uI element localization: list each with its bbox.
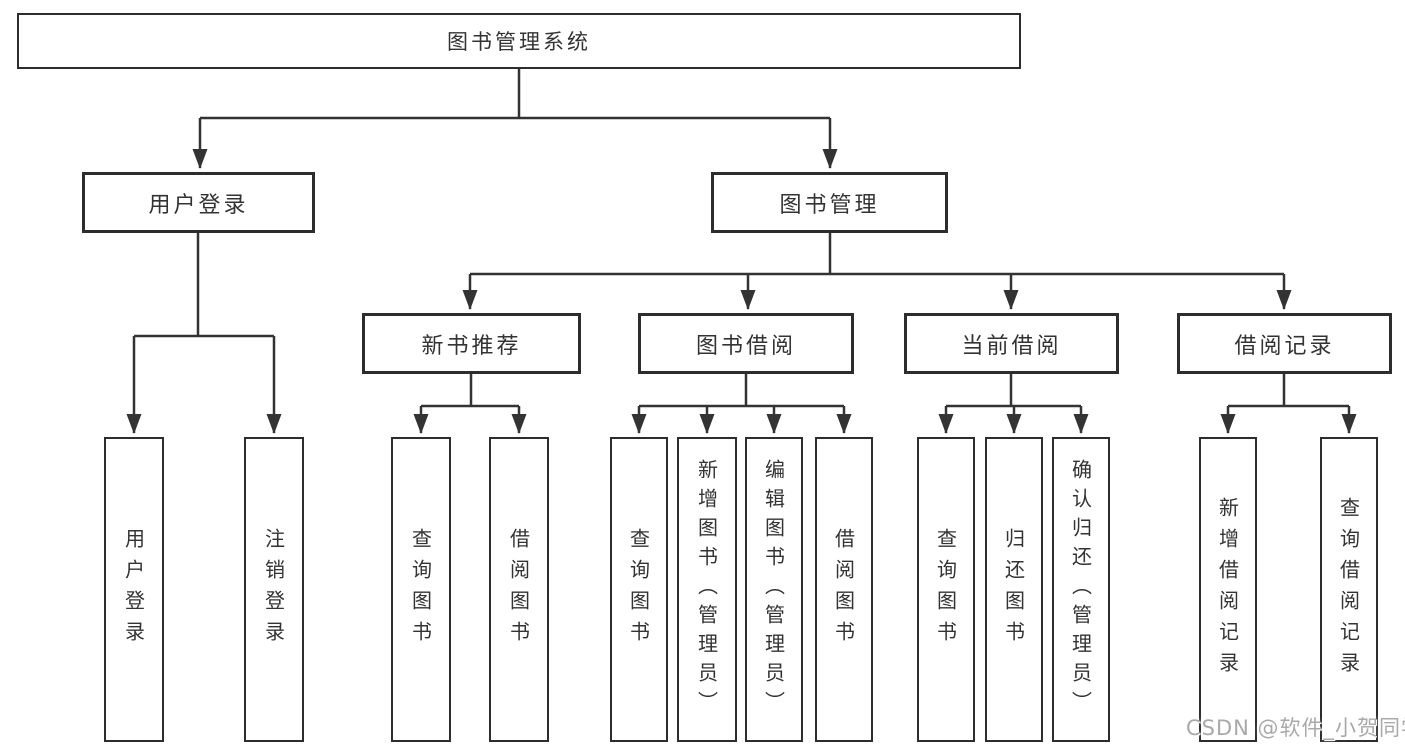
connector-borrowing-records-children — [1220, 374, 1357, 434]
node-borrow-books-borrowing: 借阅图书 — [815, 437, 873, 742]
node-borrow-books-recommend: 借阅图书 — [489, 437, 549, 742]
connector-current-borrowing-children — [938, 374, 1089, 434]
connector-book-management-children — [462, 233, 1292, 310]
node-query-books-current: 查询图书 — [917, 437, 975, 742]
connector-root-to-level2 — [192, 69, 838, 169]
watermark: CSDN @软件_小贺同学 — [1186, 716, 1405, 740]
node-book-borrowing: 图书借阅 — [638, 313, 854, 374]
connector-book-borrowing-children — [631, 374, 852, 434]
connector-new-book-recommend-children — [413, 374, 527, 434]
node-query-borrow-record: 查询借阅记录 — [1320, 437, 1378, 742]
node-borrowing-records: 借阅记录 — [1177, 313, 1392, 374]
node-add-borrow-record: 新增借阅记录 — [1199, 437, 1257, 742]
node-return-book: 归还图书 — [985, 437, 1043, 742]
node-query-books-recommend: 查询图书 — [391, 437, 451, 742]
node-user-login-branch: 用户登录 — [82, 172, 315, 233]
node-new-book-recommend: 新书推荐 — [362, 313, 581, 374]
node-logout-leaf: 注销登录 — [244, 437, 304, 742]
node-user-login-leaf: 用户登录 — [104, 437, 164, 742]
node-query-books-borrowing: 查询图书 — [610, 437, 668, 742]
node-edit-book-admin: 编辑图书（管理员） — [745, 437, 803, 742]
connector-user-login-children — [126, 233, 282, 434]
node-library-management-system: 图书管理系统 — [17, 13, 1021, 69]
node-book-management: 图书管理 — [711, 172, 948, 233]
node-confirm-return-admin: 确认归还（管理员） — [1052, 437, 1110, 742]
node-add-book-admin: 新增图书（管理员） — [677, 437, 737, 742]
node-current-borrowing: 当前借阅 — [904, 313, 1119, 374]
